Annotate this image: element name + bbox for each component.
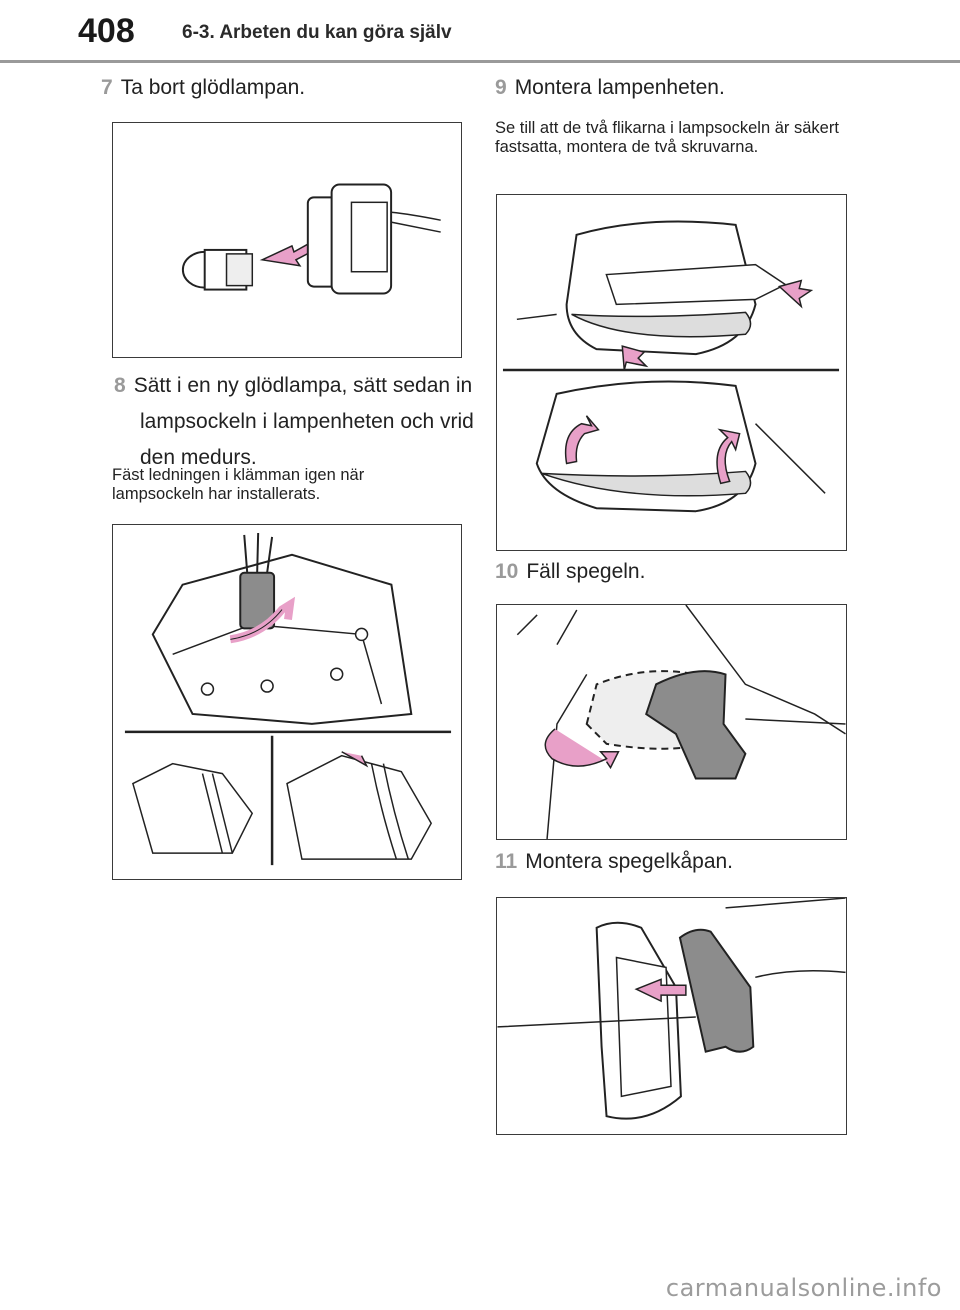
figure-mount-cover: [496, 897, 847, 1135]
watermark: carmanualsonline.info: [665, 1274, 942, 1302]
header-divider: [0, 60, 960, 63]
socket-install-illustration: [124, 532, 452, 866]
step-text: Ta bort glödlampan.: [120, 76, 306, 99]
step-text: Fäll spegeln.: [526, 560, 646, 583]
step-number: 11: [495, 850, 518, 873]
step-number: 8: [114, 374, 126, 397]
step-10: 10 Fäll spegeln.: [495, 556, 855, 588]
bulb-removal-illustration: [181, 183, 441, 295]
step-text: Sätt i en ny glödlampa, sätt sedan in la…: [133, 374, 474, 469]
page-header: 408 6-3. Arbeten du kan göra själv: [0, 0, 960, 48]
fold-mirror-illustration: [516, 605, 846, 839]
figure-socket-install: [112, 524, 462, 880]
figure-bulb-removal: [112, 122, 462, 358]
step-text: Montera lampenheten.: [514, 76, 725, 99]
figure-lamp-unit-mount: [496, 194, 847, 551]
lamp-unit-mount-illustration: [502, 220, 840, 513]
step-9: 9 Montera lampenheten.: [495, 72, 855, 104]
step-number: 9: [495, 76, 507, 99]
section-title: 6-3. Arbeten du kan göra själv: [182, 22, 452, 43]
note-step-8: Fäst ledningen i klämman igen när lampso…: [112, 466, 365, 503]
step-number: 10: [495, 560, 519, 583]
page-number: 408: [78, 12, 135, 50]
note-step-9: Se till att de två flikarna i lampsockel…: [495, 119, 839, 156]
figure-fold-mirror: [496, 604, 847, 840]
step-number: 7: [101, 76, 113, 99]
step-text: Montera spegelkåpan.: [525, 850, 734, 873]
step-11: 11 Montera spegelkåpan.: [495, 846, 855, 878]
mount-cover-illustration: [497, 898, 846, 1120]
step-8: 8 Sätt i en ny glödlampa, sätt sedan in l…: [114, 368, 492, 476]
step-7: 7 Ta bort glödlampan.: [101, 72, 461, 104]
